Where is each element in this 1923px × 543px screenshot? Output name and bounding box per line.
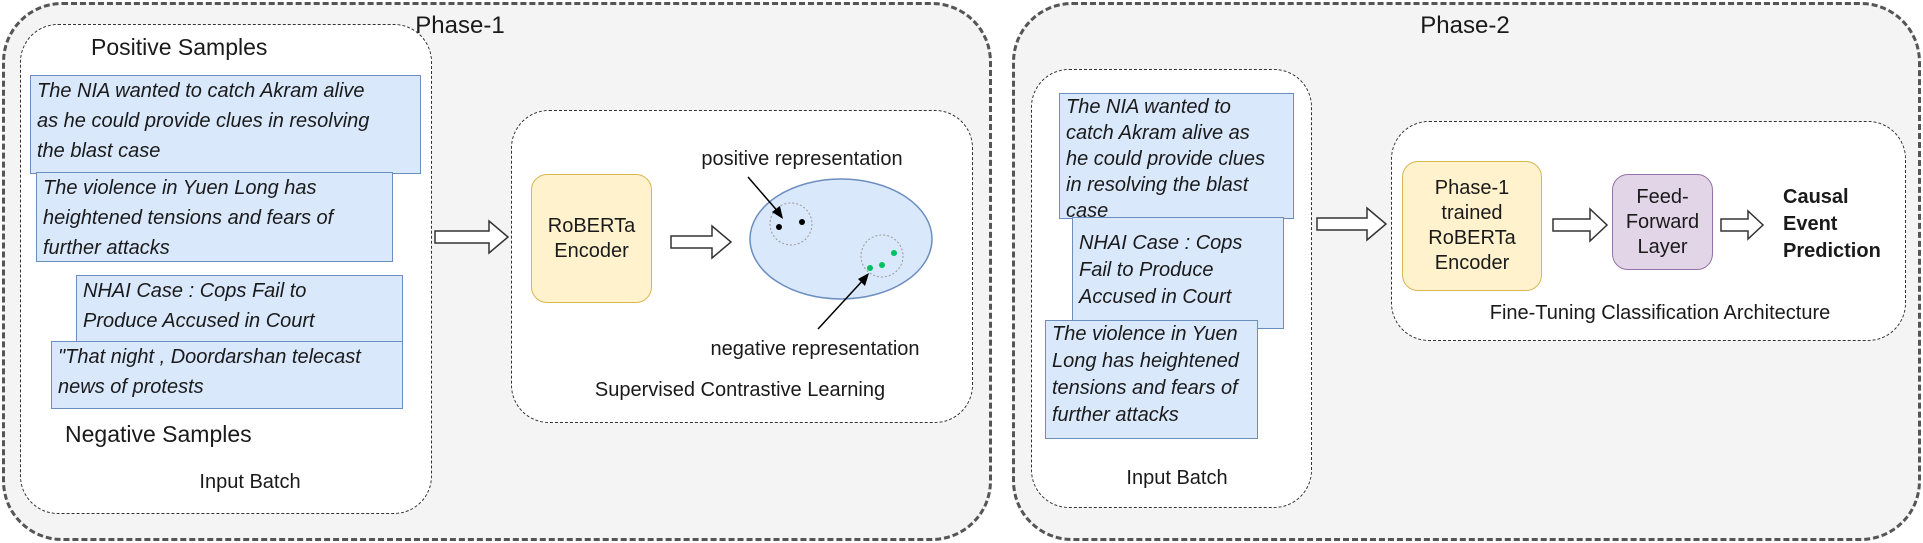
feed-forward-layer-block: Feed- Forward Layer [1612,174,1713,270]
positive-point [776,224,782,230]
phase-2-title: Phase-2 [1420,12,1510,39]
sample-card: The violence in Yuen Long has heightened… [36,172,393,262]
arrow-phase2-batch-to-encoder [1316,206,1388,242]
positive-pointer [747,176,781,215]
sample-card: The NIA wanted to catch Akram alive as h… [30,75,421,174]
positive-point [799,219,805,225]
phase-1-title: Phase-1 [415,12,505,39]
phase-1-trained-encoder-block: Phase-1 trained RoBERTa Encoder [1402,161,1542,291]
sample-card: The NIA wanted to catch Akram alive as h… [1059,93,1294,222]
negative-point [879,262,885,268]
negative-samples-heading: Negative Samples [65,421,252,447]
negative-cluster [860,234,904,278]
arrow-encoder-to-ff [1552,207,1609,243]
positive-cluster [769,202,813,246]
negative-point [867,265,873,271]
negative-point [891,250,897,256]
arrow-encoder-to-space [670,224,733,260]
negative-pointer [817,277,866,330]
roberta-encoder-block: RoBERTa Encoder [531,174,652,303]
phase-1-input-batch-label: Input Batch [199,471,301,493]
arrow-batch-to-encoder [434,219,510,255]
sample-card: NHAI Case : Cops Fail to Produce Accused… [1072,217,1284,329]
causal-event-prediction-label: Causal Event Prediction [1783,186,1881,262]
supervised-contrastive-learning-label: Supervised Contrastive Learning [594,379,886,401]
positive-representation-label: positive representation [701,148,903,170]
negative-representation-label: negative representation [710,338,920,360]
sample-card: The violence in Yuen Long has heightened… [1045,320,1258,439]
embedding-space [749,178,933,300]
fine-tuning-architecture-label: Fine-Tuning Classification Architecture [1489,302,1831,324]
sample-card: NHAI Case : Cops Fail to Produce Accused… [76,275,403,343]
sample-card: "That night , Doordarshan telecast news … [51,341,403,409]
positive-samples-heading: Positive Samples [91,34,268,60]
phase-2-input-batch-label: Input Batch [1126,467,1228,489]
arrow-ff-to-output [1720,209,1765,241]
